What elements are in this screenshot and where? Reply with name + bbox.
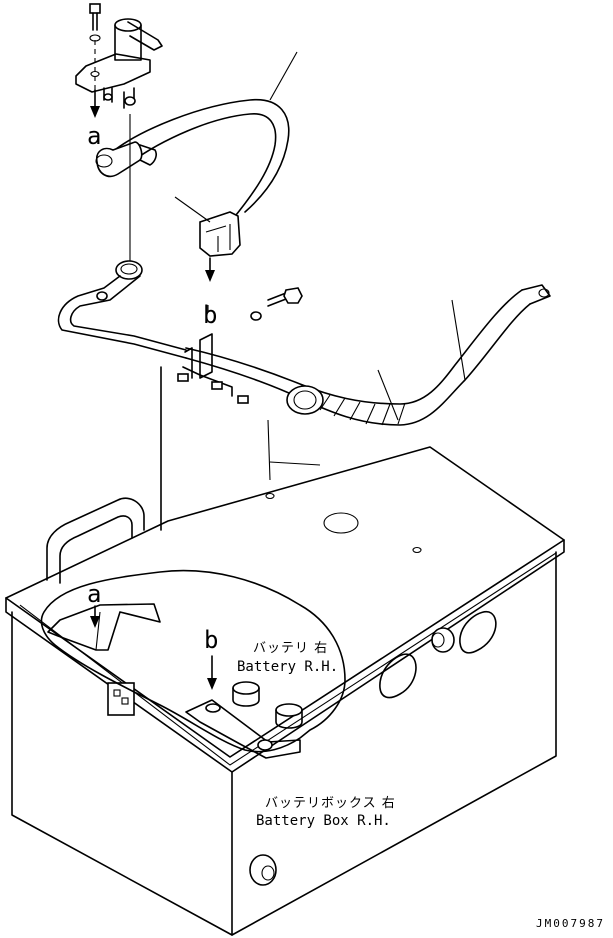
battery-detail xyxy=(40,569,346,759)
reference-letter-a-top: a xyxy=(87,122,102,150)
relay-cable xyxy=(95,51,298,221)
battery-cable-b xyxy=(185,284,551,481)
bracket-b xyxy=(177,287,303,404)
battery-cable-a xyxy=(57,114,187,359)
battery-rh-label-jp: バッテリ 右 xyxy=(253,641,329,656)
lift-handle xyxy=(46,497,145,584)
battery-relay xyxy=(75,3,163,118)
battery-rh-label-en: Battery R.H. xyxy=(237,659,339,675)
detail-arrows xyxy=(90,605,217,690)
reference-letter-b-bottom: b xyxy=(204,626,219,654)
battery-box xyxy=(5,366,565,936)
reference-letter-a-bottom: a xyxy=(87,580,102,608)
battery-box-rh-label-jp: バッテリボックス 右 xyxy=(265,796,396,811)
terminal-cover xyxy=(174,196,241,282)
battery-box-rh-label-en: Battery Box R.H. xyxy=(256,813,391,829)
drawing-code: JM007987 xyxy=(536,917,605,930)
reference-letter-b-top: b xyxy=(203,301,218,329)
